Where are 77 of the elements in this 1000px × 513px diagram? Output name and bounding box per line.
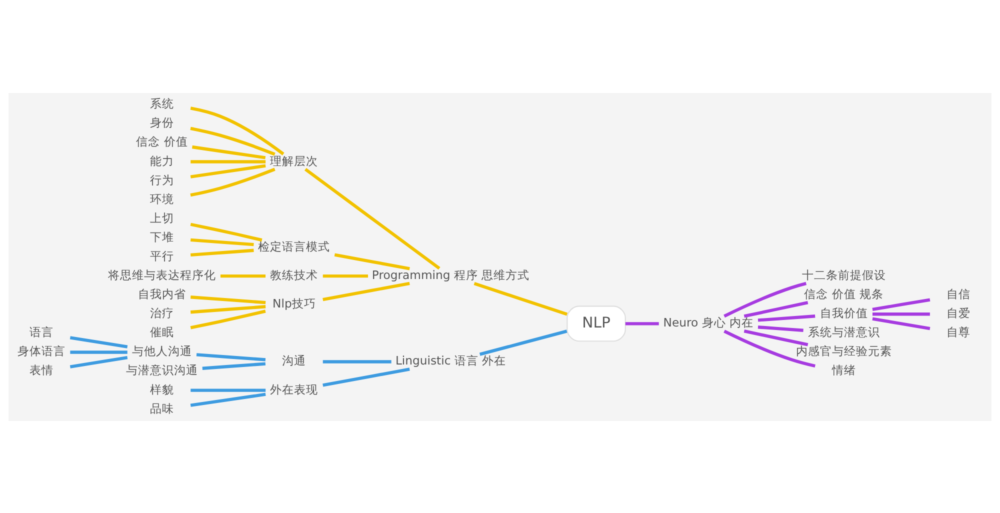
node-text: Programming 程序 思维方式 (372, 268, 530, 282)
node-text: 自我内省 (138, 286, 186, 301)
node-text: 能力 (150, 153, 174, 168)
connector (190, 126, 276, 156)
connector (322, 281, 410, 301)
node-text: 系统 (150, 96, 174, 110)
node-text: 教练技术 (270, 268, 318, 282)
node-box: NLP (566, 305, 626, 342)
node-text: 品味 (150, 400, 174, 415)
node-text: Linguistic 语言 外在 (395, 353, 506, 368)
node-text: 上切 (150, 210, 174, 224)
node-text: 外在表现 (270, 382, 318, 396)
connector (304, 168, 440, 270)
connector (190, 222, 262, 242)
connector (70, 356, 128, 368)
connector (192, 144, 266, 159)
connector (190, 295, 266, 304)
node-text: 自我价值 (820, 306, 868, 320)
node-text: 自信 (946, 286, 971, 301)
node-text: 沟通 (282, 353, 306, 368)
connector (479, 329, 568, 356)
connector (190, 392, 266, 406)
node-text: 治疗 (150, 306, 174, 320)
connector (190, 248, 254, 256)
connector (70, 350, 128, 354)
connector (625, 322, 659, 325)
connector (724, 329, 816, 368)
node-text: 将思维与表达程序化 (108, 268, 216, 282)
node-text: 身份 (150, 115, 174, 130)
connector (196, 352, 266, 361)
node-text: 表情 (29, 362, 54, 377)
node-text: 十二条前提假设 (802, 268, 886, 282)
node-text: 检定语言模式 (258, 238, 330, 253)
node-text: 平行 (150, 248, 174, 262)
connector (190, 388, 266, 392)
connector (190, 238, 254, 246)
node-text: 环境 (150, 191, 174, 206)
connector (744, 300, 808, 318)
connector (190, 160, 266, 163)
node-text: 情绪 (832, 362, 856, 377)
node-text: 与他人沟通 (132, 344, 192, 358)
connector (190, 167, 276, 196)
node-text: 理解层次 (270, 153, 318, 168)
connector (202, 362, 266, 370)
connector (334, 252, 410, 270)
connector (70, 336, 128, 348)
node-text: 行为 (150, 172, 174, 186)
node-text: Nlp技巧 (272, 296, 316, 310)
node-text: 信念 价值 (136, 134, 188, 148)
connector (724, 281, 807, 318)
node-text: 下堆 (150, 229, 174, 244)
connector (872, 298, 930, 311)
connector (322, 360, 392, 363)
connector (190, 309, 266, 329)
connector (190, 164, 266, 178)
connector (872, 312, 930, 316)
node-text: 身体语言 (17, 344, 66, 358)
connector (220, 274, 266, 278)
node-text: 样貌 (150, 382, 174, 396)
node-text: Neuro 身心 内在 (663, 315, 754, 330)
node-text: 自爱 (946, 306, 971, 320)
node-text: 系统与潜意识 (808, 324, 880, 339)
node-text: 内感官与经验元素 (796, 344, 892, 358)
node-text: 催眠 (150, 324, 174, 339)
node-text: 与潜意识沟通 (126, 362, 198, 377)
node-text: 自尊 (946, 324, 971, 339)
node-text: 信念 价值 规条 (804, 286, 884, 301)
connector (190, 106, 284, 155)
connector (758, 325, 804, 332)
connector (744, 329, 808, 346)
connector (322, 367, 410, 386)
connector (190, 304, 266, 314)
connector (322, 274, 368, 278)
connector (872, 316, 930, 330)
connector (474, 281, 568, 316)
node-text: 语言 (29, 324, 54, 339)
connector (758, 314, 816, 322)
